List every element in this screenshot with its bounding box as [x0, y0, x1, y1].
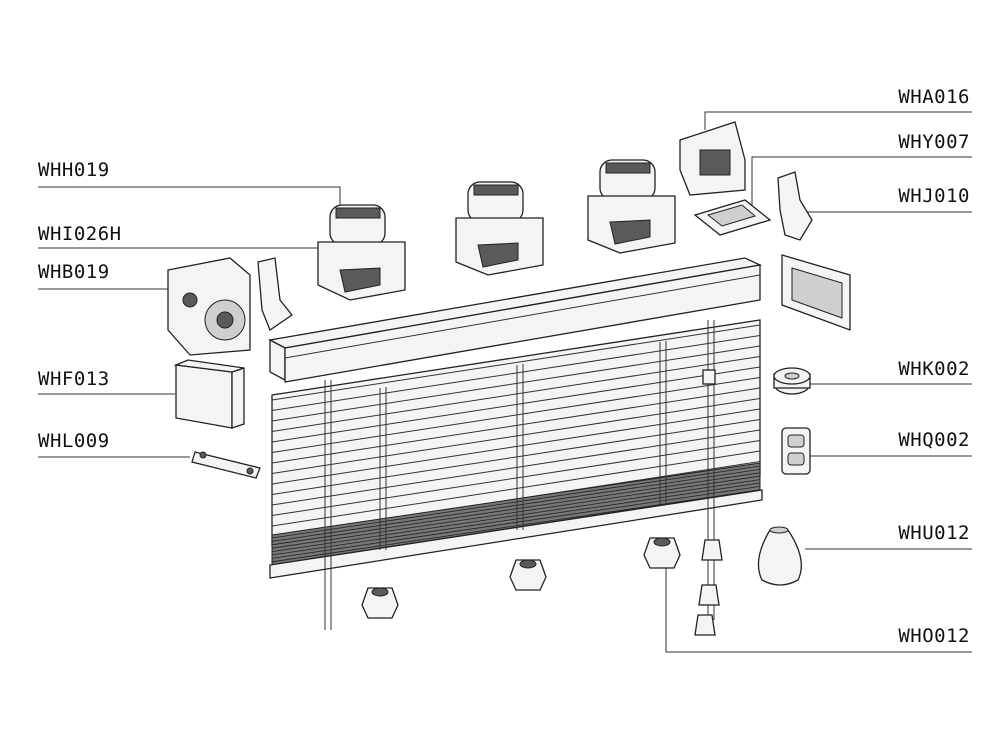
label-why007: WHY007	[898, 131, 970, 153]
slat-line	[271, 419, 761, 495]
label-whk002: WHK002	[898, 358, 970, 380]
slat-line	[271, 387, 761, 464]
stacked-slat-line	[271, 472, 761, 546]
slat-line	[271, 398, 761, 474]
slat-line	[271, 345, 761, 422]
gear-cradle-2	[455, 181, 544, 276]
slat-line	[271, 429, 761, 506]
mounting-plate	[693, 199, 772, 236]
label-who012: WHO012	[898, 625, 970, 647]
slat-line	[271, 335, 761, 411]
slat-line	[271, 366, 761, 443]
slat-line	[271, 377, 761, 453]
label-whj010: WHJ010	[898, 185, 970, 207]
label-whl009: WHL009	[38, 430, 110, 452]
stacked-slat-line	[271, 482, 761, 556]
cord-connectors	[361, 537, 681, 619]
cord-pulls	[694, 539, 723, 636]
leader-whh019	[38, 186, 341, 208]
headrail	[268, 257, 763, 383]
label-whu012: WHU012	[898, 522, 970, 544]
end-cap-box	[173, 359, 245, 429]
ladder-strings	[324, 320, 716, 630]
slat-line	[271, 408, 761, 485]
label-whf013: WHF013	[38, 368, 110, 390]
label-whq002: WHQ002	[898, 429, 970, 451]
stacked-slat-line	[271, 479, 761, 552]
label-whb019: WHB019	[38, 261, 110, 283]
slat-line	[271, 324, 761, 401]
stacked-slat-line	[271, 489, 761, 563]
label-wha016: WHA016	[898, 86, 970, 108]
leader-why007	[751, 156, 972, 205]
gear-cradle-1	[317, 204, 406, 301]
leader-lines	[38, 111, 972, 653]
slat-line	[271, 356, 761, 432]
stacked-slat-line	[271, 469, 761, 542]
leader-wha016	[704, 111, 972, 130]
cord-tassel	[757, 526, 802, 586]
wand-bracket	[777, 171, 813, 241]
label-whh019: WHH019	[38, 159, 110, 181]
gear-cradle-3	[587, 159, 676, 254]
valance-clip	[781, 254, 851, 331]
leader-who012	[665, 565, 972, 653]
cord-equalizer	[781, 427, 811, 475]
stacked-slat-line	[271, 465, 761, 539]
hold-down-clip	[191, 451, 261, 479]
spacer-washer	[773, 367, 811, 395]
tilter-mechanism	[167, 257, 251, 356]
label-whi026h: WHI026H	[38, 223, 122, 245]
mounting-bracket	[679, 121, 746, 196]
blind-slats	[269, 319, 763, 579]
stacked-slat-line	[271, 475, 761, 549]
stacked-slat-line	[271, 486, 761, 559]
slat-line	[271, 440, 761, 516]
side-bracket	[257, 257, 293, 331]
slat-line	[271, 450, 761, 527]
